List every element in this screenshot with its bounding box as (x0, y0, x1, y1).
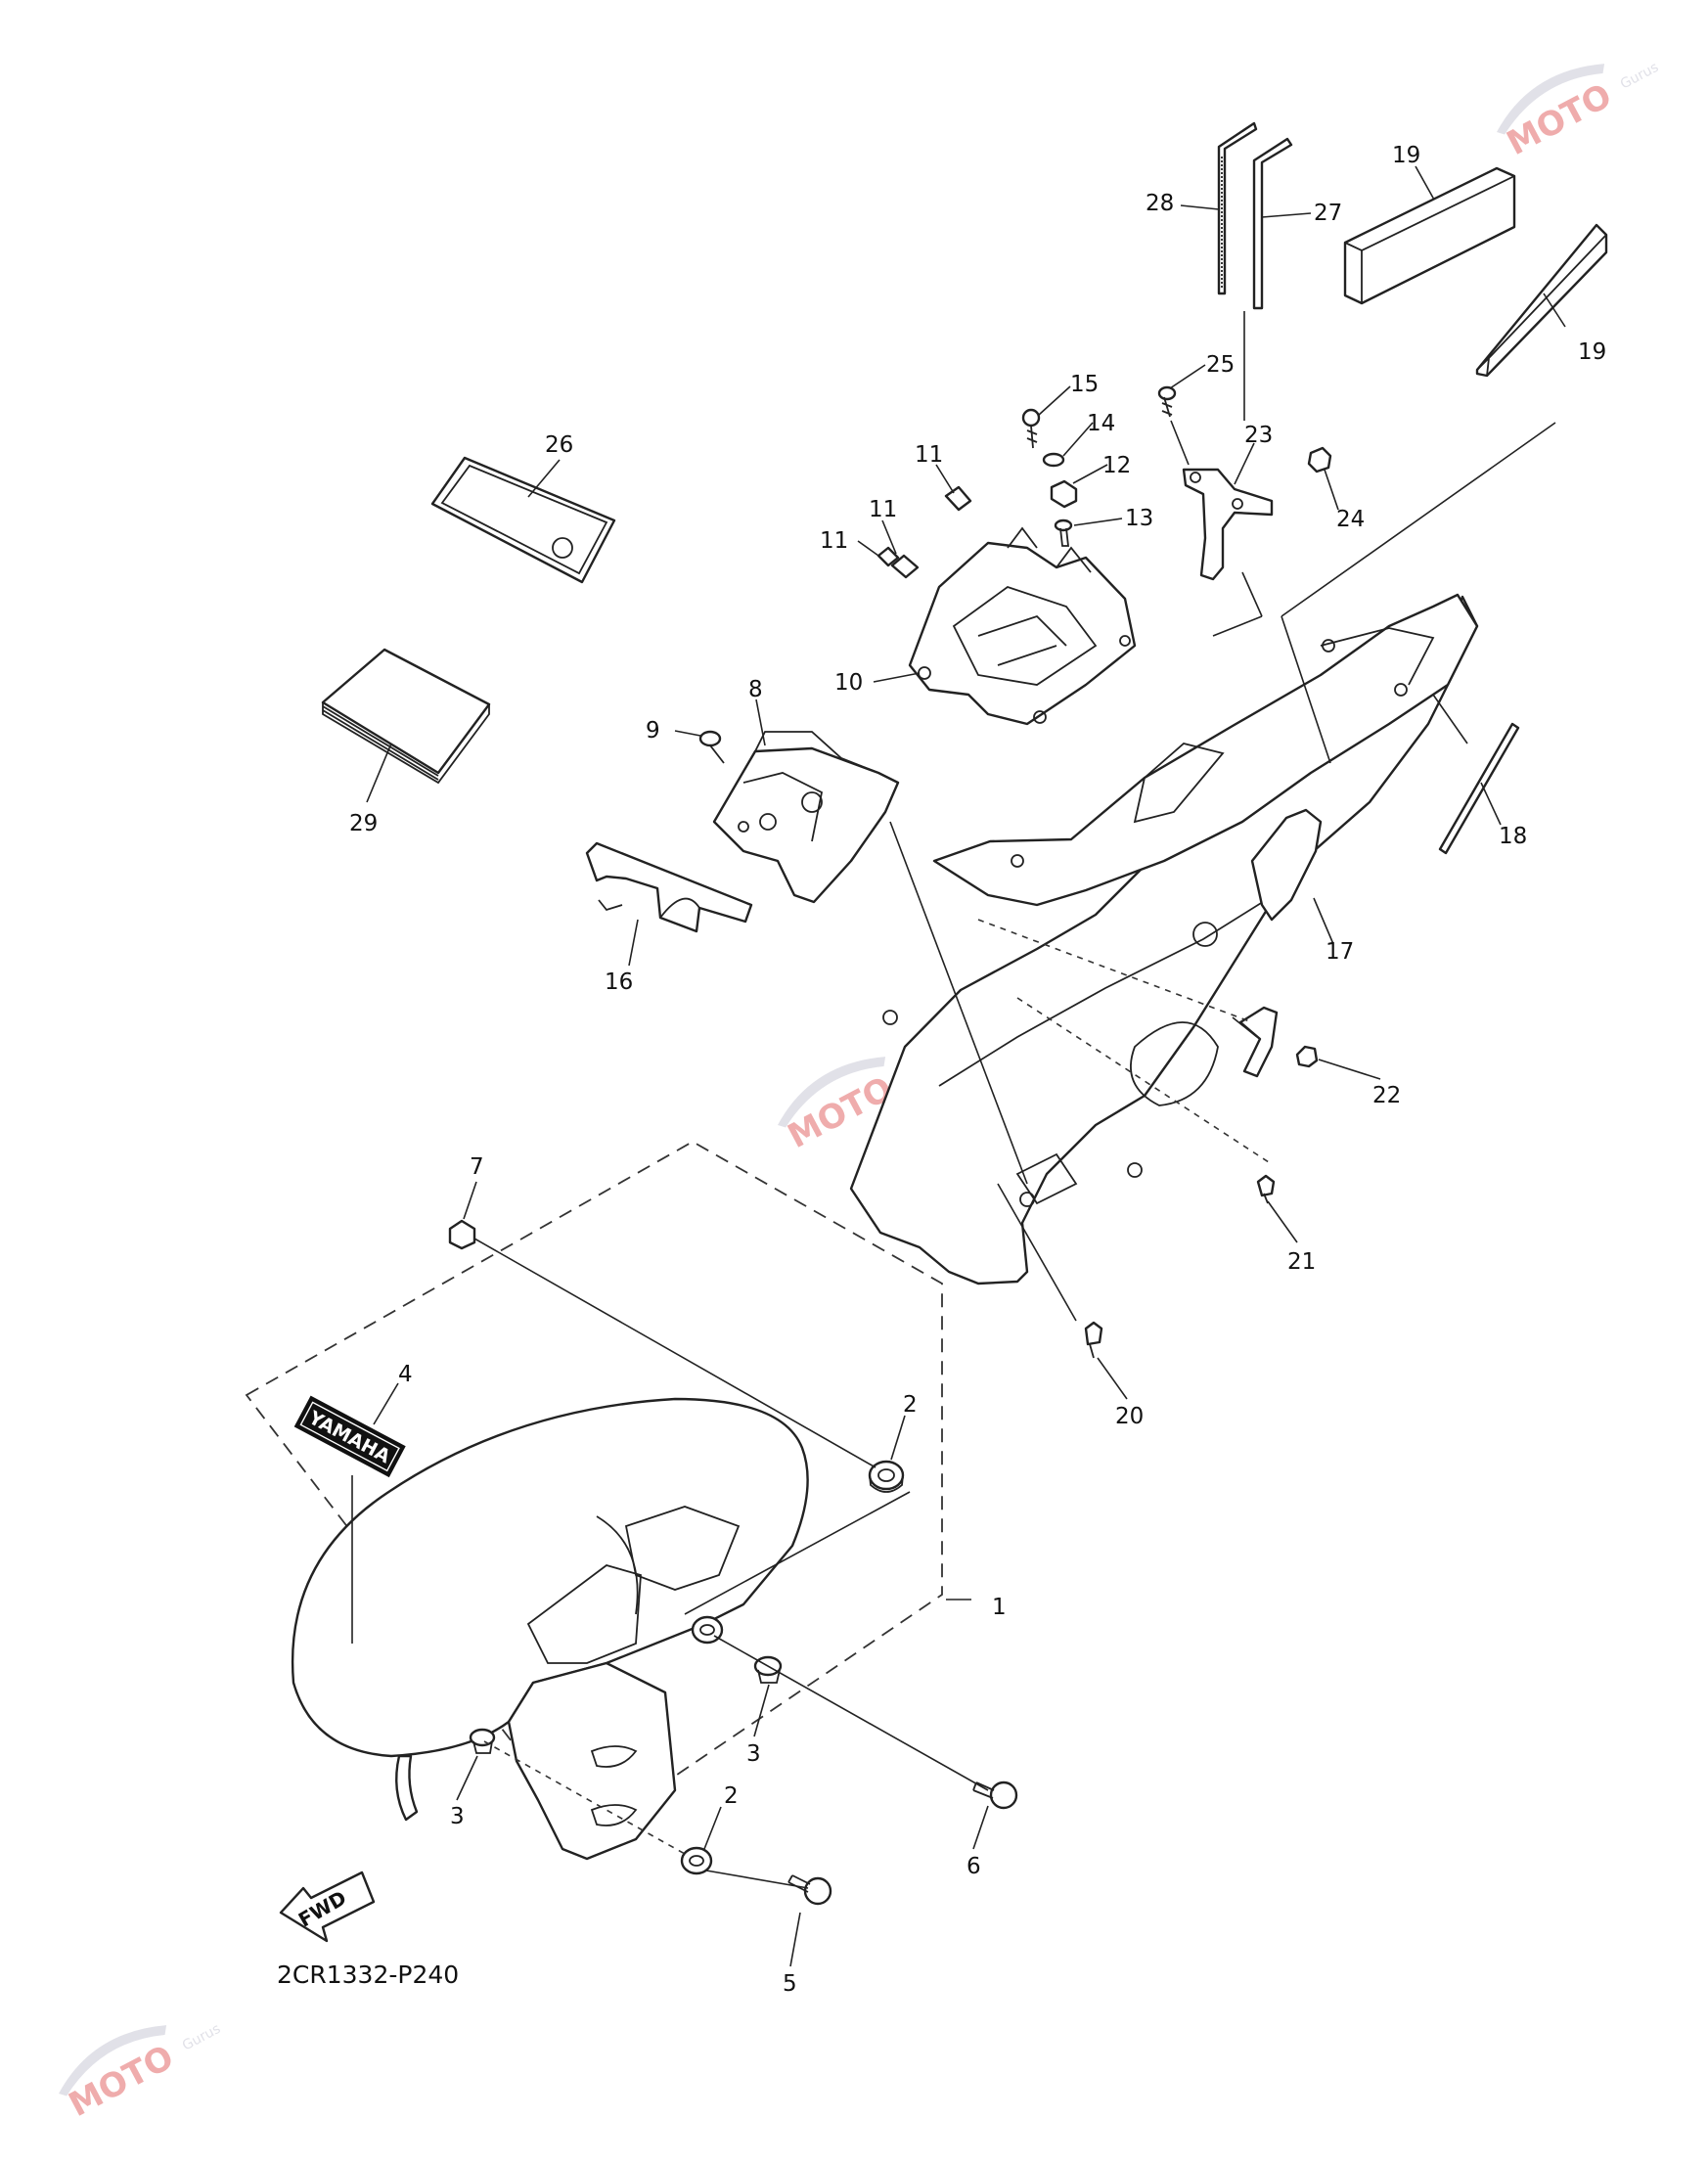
callout-3: 3 (746, 1741, 761, 1767)
watermark-text: MOTO (1501, 76, 1618, 163)
part-25-bolt (1157, 385, 1177, 418)
callout-16: 16 (605, 969, 633, 995)
part-3-collar-left (469, 1728, 496, 1754)
part-29-manual (321, 648, 491, 785)
part-1-assembly-boundary (245, 1140, 943, 1839)
part-20-screw (1084, 1321, 1103, 1359)
part-22-grommet (1295, 1045, 1319, 1068)
callout-2: 2 (724, 1783, 739, 1809)
part-28-strip (1217, 121, 1258, 295)
part-4-front-fender (291, 1397, 809, 1861)
fwd-arrow-icon: FWD (279, 1871, 376, 1943)
part-9-screw (698, 730, 725, 764)
callout-7: 7 (470, 1154, 484, 1180)
callout-11: 11 (869, 497, 897, 522)
part-23-bracket (1182, 468, 1274, 581)
part-8-cover (712, 731, 900, 904)
callout-29: 29 (349, 811, 378, 836)
callout-5: 5 (783, 1971, 797, 1997)
part-17-upper-tail (932, 593, 1479, 907)
callout-8: 8 (748, 677, 763, 702)
callout-20: 20 (1115, 1404, 1144, 1429)
watermark-text: MOTO (63, 2038, 180, 2125)
watermark-bottom-left: MOTO Gurus (59, 2021, 223, 2125)
part-16-cover (585, 841, 753, 933)
callout-22: 22 (1372, 1083, 1401, 1108)
callout-21: 21 (1287, 1249, 1316, 1275)
callout-9: 9 (646, 718, 660, 744)
callout-17: 17 (1326, 939, 1354, 965)
part-21-screw (1256, 1174, 1276, 1204)
callout-13: 13 (1125, 506, 1153, 531)
callout-26: 26 (545, 432, 573, 458)
callout-1: 1 (992, 1595, 1007, 1620)
callout-28: 28 (1146, 191, 1174, 216)
part-26-plate (430, 456, 616, 584)
callout-19: 19 (1578, 339, 1606, 365)
watermark-sub: Gurus (1618, 60, 1661, 93)
callout-23: 23 (1244, 423, 1273, 448)
callout-2: 2 (903, 1392, 918, 1418)
part-7-nut (448, 1219, 476, 1250)
callout-14: 14 (1087, 411, 1115, 436)
part-19-pad-lower (1475, 223, 1608, 378)
part-fender-mount-boss (691, 1615, 724, 1645)
callout-24: 24 (1336, 507, 1365, 532)
part-17-tail-cowl (849, 595, 1479, 1285)
callout-6: 6 (966, 1854, 981, 1879)
callout-11: 11 (915, 442, 943, 468)
part-15-screw (1021, 408, 1041, 449)
callout-12: 12 (1102, 453, 1131, 478)
yamaha-decal: YAMAHA (293, 1395, 406, 1478)
part-5-bolt (787, 1874, 832, 1906)
watermark-top-right: MOTO Gurus (1497, 60, 1661, 163)
callout-18: 18 (1499, 824, 1527, 849)
callout-25: 25 (1206, 352, 1235, 378)
callout-19: 19 (1392, 143, 1420, 168)
part-19-pad-upper (1343, 166, 1516, 305)
part-14-washer (1042, 452, 1065, 468)
part-24-nut (1307, 446, 1332, 473)
part-27-strip (1252, 137, 1293, 310)
part-10-bracket (908, 526, 1137, 726)
part-12-nut (1050, 479, 1078, 509)
callout-3: 3 (450, 1804, 465, 1829)
part-18-seal (1438, 722, 1520, 855)
part-11-clip-a (944, 485, 972, 512)
leader-lines (351, 165, 1566, 1967)
callout-10: 10 (834, 670, 863, 696)
part-6-bolt (972, 1781, 1018, 1810)
part-11-clip-c (876, 546, 900, 567)
watermark-sub: Gurus (180, 2021, 223, 2054)
callout-11: 11 (820, 528, 848, 554)
part-13-bolt (1054, 518, 1073, 547)
diagram-code: 2CR1332-P240 (277, 1961, 459, 1989)
callout-15: 15 (1070, 372, 1099, 397)
callout-27: 27 (1314, 201, 1342, 226)
callout-4: 4 (398, 1362, 413, 1387)
callout-labels: 1 2 2 3 3 4 5 6 7 8 9 10 11 11 11 12 13 … (349, 143, 1606, 1997)
part-11-clip-b (890, 554, 920, 579)
part-2-grommet-upper (868, 1460, 905, 1493)
part-17-side-panel (1238, 808, 1323, 1078)
assembly-guide-lines (473, 311, 1556, 1889)
part-2-grommet-lower (680, 1846, 713, 1875)
